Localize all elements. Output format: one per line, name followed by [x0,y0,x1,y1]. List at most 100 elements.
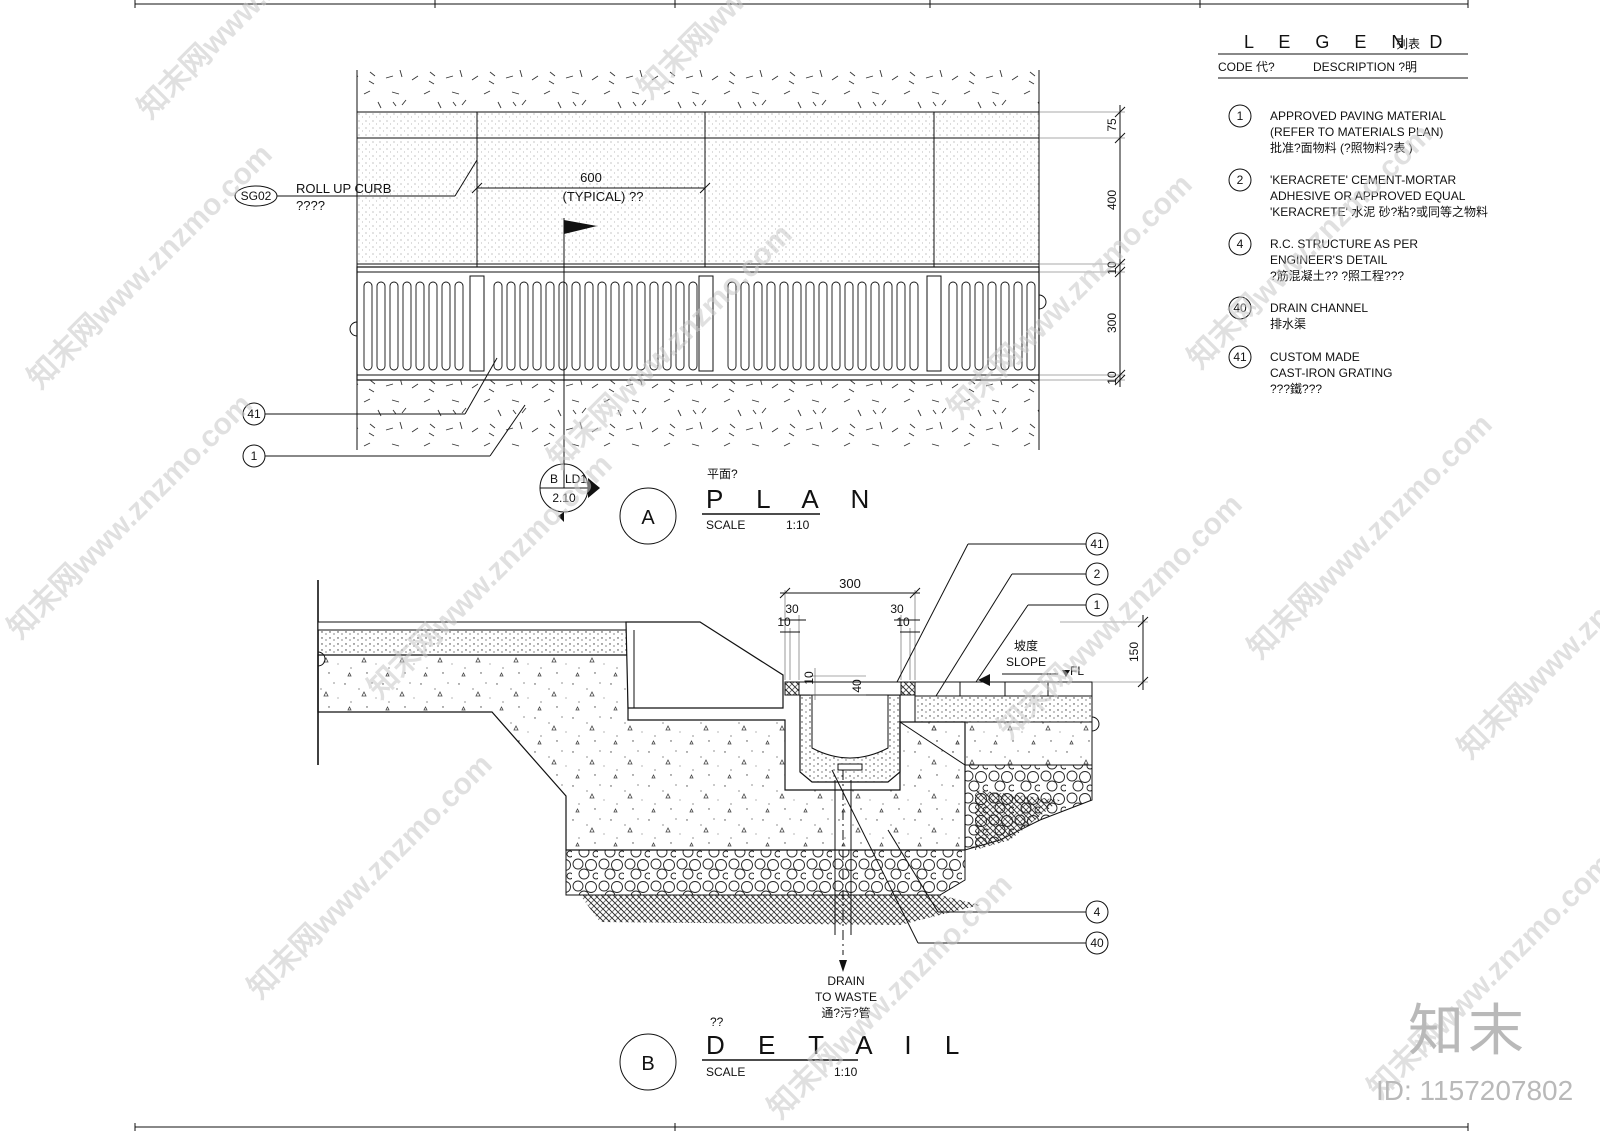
grating-slot [649,281,659,371]
section-ref-page: 2.10 [552,491,576,505]
grating-slot [402,281,412,371]
grating-slot [662,281,672,371]
legend-code: 4 [1237,237,1244,251]
grating-slot [740,281,750,371]
legend-description-line: APPROVED PAVING MATERIAL [1270,109,1446,123]
detail-view: DRAIN TO WASTE 通?污?管 300 30 30 10 10 [317,532,1149,1091]
legend-code-bubble [1228,104,1252,128]
sheet-frame [134,0,1469,1131]
roll-up-curb [625,621,784,709]
legend-description-line: 'KERACRETE' CEMENT-MORTAR [1270,173,1456,187]
legend-title: L E G E N D [1244,32,1452,52]
watermark-text: 知末网www.znzmo.com [22,138,279,395]
plan-dimension-chain: 75 400 10 300 10 [1039,105,1126,387]
svg-text:2: 2 [1094,567,1101,581]
svg-text:40: 40 [1090,936,1104,950]
mortar-right [914,695,1093,723]
grating-slot [753,281,763,371]
grating-slot [883,281,893,371]
dim-75: 75 [1105,118,1119,132]
grating-slot [805,281,815,371]
slope-annotation: 坡度 SLOPE FL [978,638,1084,686]
detail-title: D E T A I L [706,1030,972,1060]
detail-dim-30a: 30 [785,602,799,616]
plan-callout-1: 1 [242,404,526,468]
watermark-text: 知末网www.znzmo.com [1452,508,1600,765]
legend-description-line: ?筋混凝土?? ?照工程??? [1270,268,1404,283]
detail-scale-value: 1:10 [834,1065,858,1079]
grating-slot [558,281,568,371]
break-mark [1038,294,1047,310]
grating-slot [454,281,464,371]
detail-dim-30b: 30 [890,602,904,616]
detail-dim-10a: 10 [777,615,791,629]
legend-code: 41 [1233,350,1247,364]
legend-description-line: ENGINEER'S DETAIL [1270,253,1388,267]
dim-10: 10 [1105,371,1119,385]
detail-callout-2: 2 [935,562,1109,697]
detail-dim-40: 40 [850,679,864,693]
slope-cn: 坡度 [1014,638,1038,653]
grating-slot [831,281,841,371]
grating-slot [909,281,919,371]
grating-slot [636,281,646,371]
grating-slot [974,281,984,371]
curb-label-cn: ???? [296,198,325,213]
fl-label: FL [1070,664,1084,678]
legend-col-desc: DESCRIPTION ?明 [1313,60,1417,74]
detail-marker: B [641,1053,654,1075]
plan-callout-41: 41 [242,357,498,426]
legend-description-line: CAST-IRON GRATING [1270,366,1392,380]
watermark-text: 知末网www.znzmo.com [992,488,1249,745]
svg-text:41: 41 [1090,537,1104,551]
plan-soil-top [357,70,1039,112]
grating-slot [493,281,503,371]
grating-slot [415,281,425,371]
grating-slots [363,281,1036,371]
plan-marker: A [641,507,655,529]
watermark-id: ID: 1157207802 [1376,1075,1573,1106]
section-ref-letter: B [550,472,558,486]
grating-slot [1000,281,1010,371]
detail-top-dimensions: 300 30 30 10 10 10 40 [777,576,921,700]
dim-300: 300 [1105,313,1119,333]
grating-slot [688,281,698,371]
grating-slot [389,281,399,371]
grating-slot [519,281,529,371]
grating-slot [675,281,685,371]
watermark-text: 知末网www.znzmo.com [2,388,259,645]
svg-text:1: 1 [251,449,258,463]
break-mark [349,321,358,337]
grating-slot [623,281,633,371]
detail-callout-41: 41 [896,532,1109,683]
curb-label: ROLL UP CURB [296,181,391,196]
detail-callout-1: 1 [975,593,1109,683]
section-flag [563,218,597,478]
grating-bar [926,275,942,372]
grating-slot [532,281,542,371]
detail-dim-10b: 10 [896,615,910,629]
drain-text-1: DRAIN [827,974,864,988]
legend-description-line: R.C. STRUCTURE AS PER [1270,237,1418,251]
grating-slot [818,281,828,371]
grating-slot [1013,281,1023,371]
detail-scale-label: SCALE [706,1065,745,1079]
grating-slot [870,281,880,371]
plan-view: 75 400 10 300 10 600 (TYPICAL) ?? SG02 R… [234,70,1126,545]
grating-slot [428,281,438,371]
plan-scale-label: SCALE [706,518,745,532]
section-reference: B LD1 2.10 [539,463,600,522]
detail-title-block: B ?? D E T A I L SCALE 1:10 [619,1015,972,1091]
grating-slot [584,281,594,371]
grating-bar [698,275,714,372]
grating-slot [610,281,620,371]
grating-slot [961,281,971,371]
watermark-text: 知末网www.znzmo.com [1242,408,1499,665]
grating-slot [792,281,802,371]
plan-soil-bottom [357,380,1039,450]
